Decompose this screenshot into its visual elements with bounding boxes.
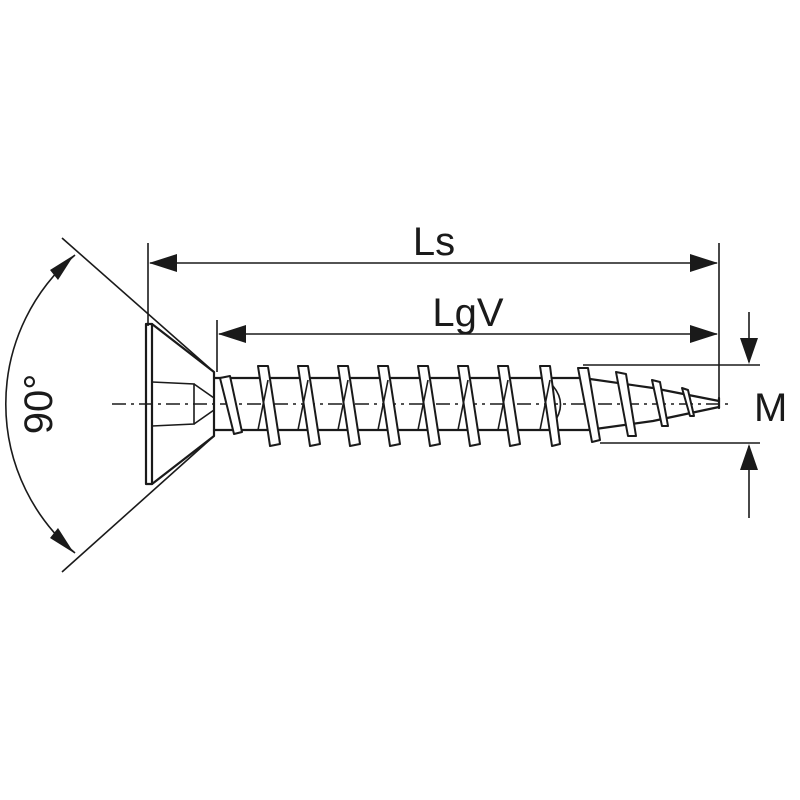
angle-arrow-bottom <box>50 528 74 553</box>
m-arrow-top <box>740 338 758 364</box>
ls-arrow-right <box>690 254 718 272</box>
lgv-arrow-right <box>690 325 718 343</box>
lgv-label: LgV <box>432 291 503 335</box>
angle-arrow-top <box>50 255 74 280</box>
screw-head <box>144 322 216 486</box>
angle-extension-bottom <box>61 435 215 573</box>
angle-arc <box>4 254 76 554</box>
angle-label: 90° <box>17 374 61 435</box>
angle-extension-top <box>61 237 215 373</box>
lgv-arrow-left <box>218 325 246 343</box>
m-arrow-bottom <box>740 444 758 470</box>
ls-arrow-left <box>149 254 177 272</box>
screw-thread <box>219 365 695 447</box>
ls-label: Ls <box>413 220 455 264</box>
m-label: M <box>754 386 787 430</box>
